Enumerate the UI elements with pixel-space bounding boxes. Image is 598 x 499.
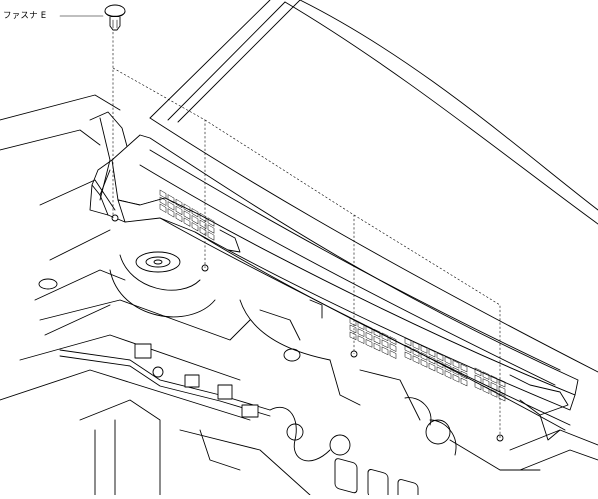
vent-grid-center [349, 317, 397, 359]
projection-lines [112, 32, 501, 438]
engine-bay [0, 251, 598, 499]
vent-grid-left [159, 189, 215, 241]
fastener-e-icon [104, 4, 126, 31]
cowl-grille [89, 134, 579, 441]
fastener-e-label: ファスナ E [3, 11, 47, 21]
fastener-hole-1 [111, 214, 119, 222]
vent-grid-right [404, 337, 468, 387]
vent-grid-far-right [474, 367, 506, 402]
windshield-outline [149, 0, 598, 373]
